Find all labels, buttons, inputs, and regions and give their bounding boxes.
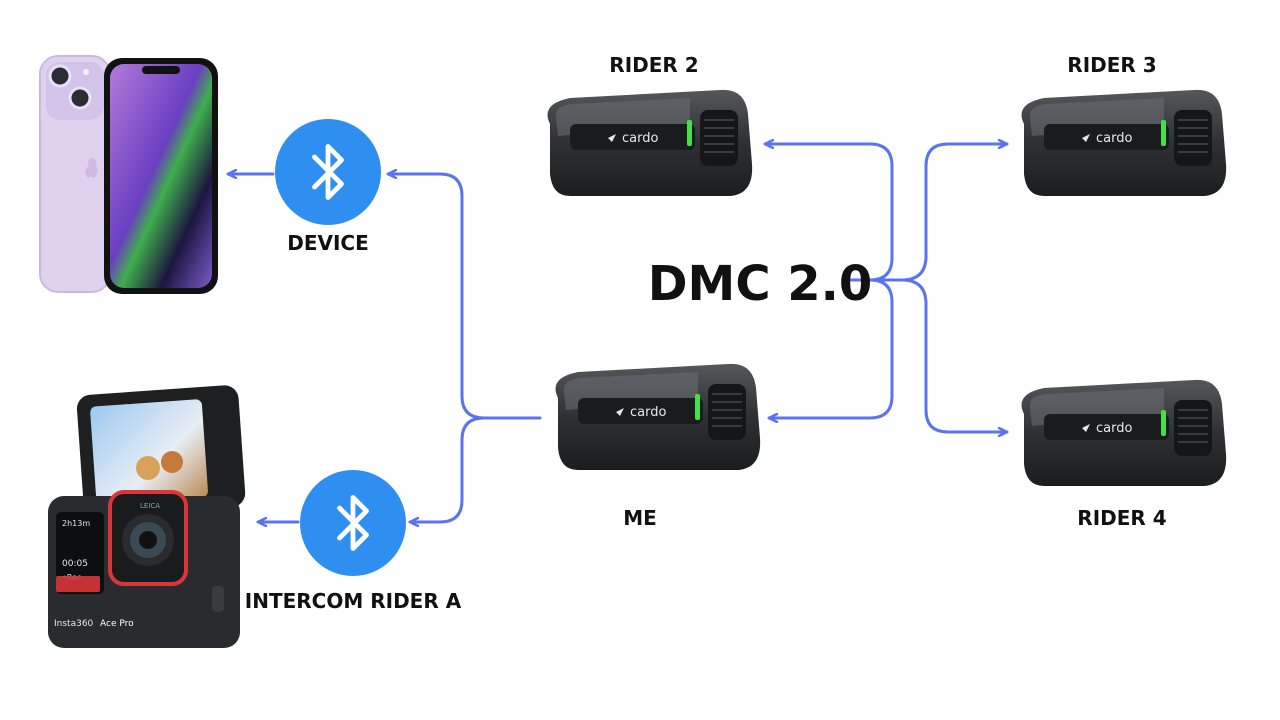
intercom-unit-rider4: cardo: [1020, 378, 1228, 487]
intercom-unit-rider2: cardo: [546, 88, 754, 197]
connector-dmc-to-rider4: [900, 278, 1009, 432]
connector-me-to-intercom-badge: [408, 416, 486, 522]
intercom-rider-a-label: INTERCOM RIDER A: [245, 589, 462, 613]
intercom-unit-me: cardo: [554, 362, 762, 471]
connectors: [226, 144, 1009, 522]
camera-model-text: Ace Pro: [100, 619, 134, 629]
smartphone-icon: [39, 55, 218, 294]
unit-logo-me: cardo: [630, 405, 666, 420]
camera-screen-time: 2h13m: [62, 519, 90, 528]
connector-dmc-to-rider3: [843, 144, 1009, 282]
intercom-unit-rider3: cardo: [1020, 88, 1228, 197]
rider4-label: RIDER 4: [1077, 506, 1166, 530]
rider2-label: RIDER 2: [609, 53, 698, 77]
connector-me-to-device-badge: [386, 174, 542, 420]
device-bluetooth-badge: [275, 119, 381, 225]
unit-logo-rider4: cardo: [1096, 421, 1132, 436]
device-label: DEVICE: [287, 231, 369, 255]
unit-logo-rider3: cardo: [1096, 131, 1132, 146]
camera-lens-text: LEICA: [140, 502, 160, 510]
me-label: ME: [623, 506, 657, 530]
camera-brand-text: Insta360: [54, 619, 94, 629]
rider3-label: RIDER 3: [1067, 53, 1156, 77]
camera-screen-counter: 00:05: [62, 559, 88, 569]
action-camera-icon: 2h13m 00:05 •Rec LEICA Insta360 Ace Pro: [48, 385, 246, 648]
dmc-center-label: DMC 2.0: [648, 256, 873, 312]
connector-dmc-to-me: [767, 278, 894, 418]
unit-logo-rider2: cardo: [622, 131, 658, 146]
intercom-bluetooth-badge: [300, 470, 406, 576]
